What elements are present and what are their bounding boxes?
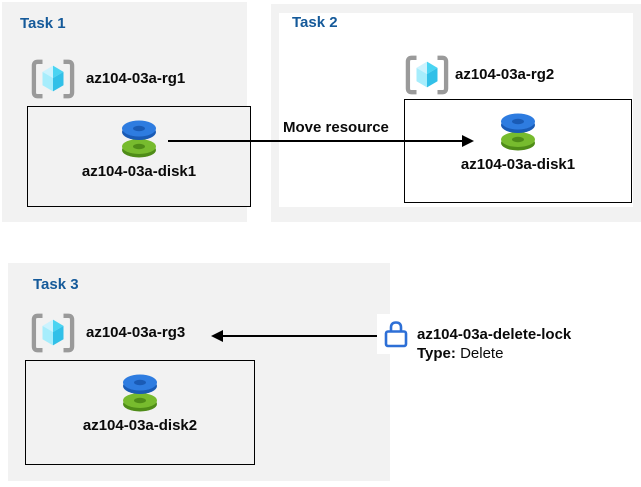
move-resource-arrowhead [462,135,474,147]
resource-group-label: az104-03a-rg2 [455,66,555,83]
delete-lock-arrow [221,335,377,337]
lock-label: az104-03a-delete-lock Type: Delete [417,325,571,363]
resource-group-icon [31,59,75,99]
task2-resource-box: az104-03a-disk1 [404,99,632,203]
disk-icon [122,120,156,158]
resource-group-icon [31,313,75,353]
move-resource-arrow [168,140,464,142]
task1-resource-box: az104-03a-disk1 [27,106,251,207]
delete-lock-arrowhead [211,330,223,342]
task3-panel: Task 3 az104-03a-rg3 az104-03a-disk2 [8,263,390,481]
move-resource-label: Move resource [283,119,389,136]
lock-type-label: Type: [417,345,456,362]
task1-title: Task 1 [20,15,66,32]
disk-icon [501,113,535,151]
task2-title: Task 2 [292,14,338,31]
lock-name: az104-03a-delete-lock [417,326,572,343]
resource-group-icon [405,55,449,95]
lock-icon [384,321,408,348]
resource-label: az104-03a-disk2 [82,417,198,434]
resource-group-label: az104-03a-rg1 [86,70,186,87]
lock-type-value: Delete [460,345,504,362]
resource-label: az104-03a-disk1 [460,156,576,173]
task2-panel: Task 2 az104-03a-rg2 az104-03a-disk1 [271,4,641,222]
lock-badge [377,314,415,354]
task3-resource-box: az104-03a-disk2 [25,360,255,465]
lock-type: Type: Delete [417,344,571,363]
disk-icon [123,374,157,412]
resource-label: az104-03a-disk1 [81,163,197,180]
task3-title: Task 3 [33,276,79,293]
resource-group-label: az104-03a-rg3 [86,324,186,341]
task1-panel: Task 1 az104-03a-rg1 az104-03a-disk1 [2,2,251,222]
